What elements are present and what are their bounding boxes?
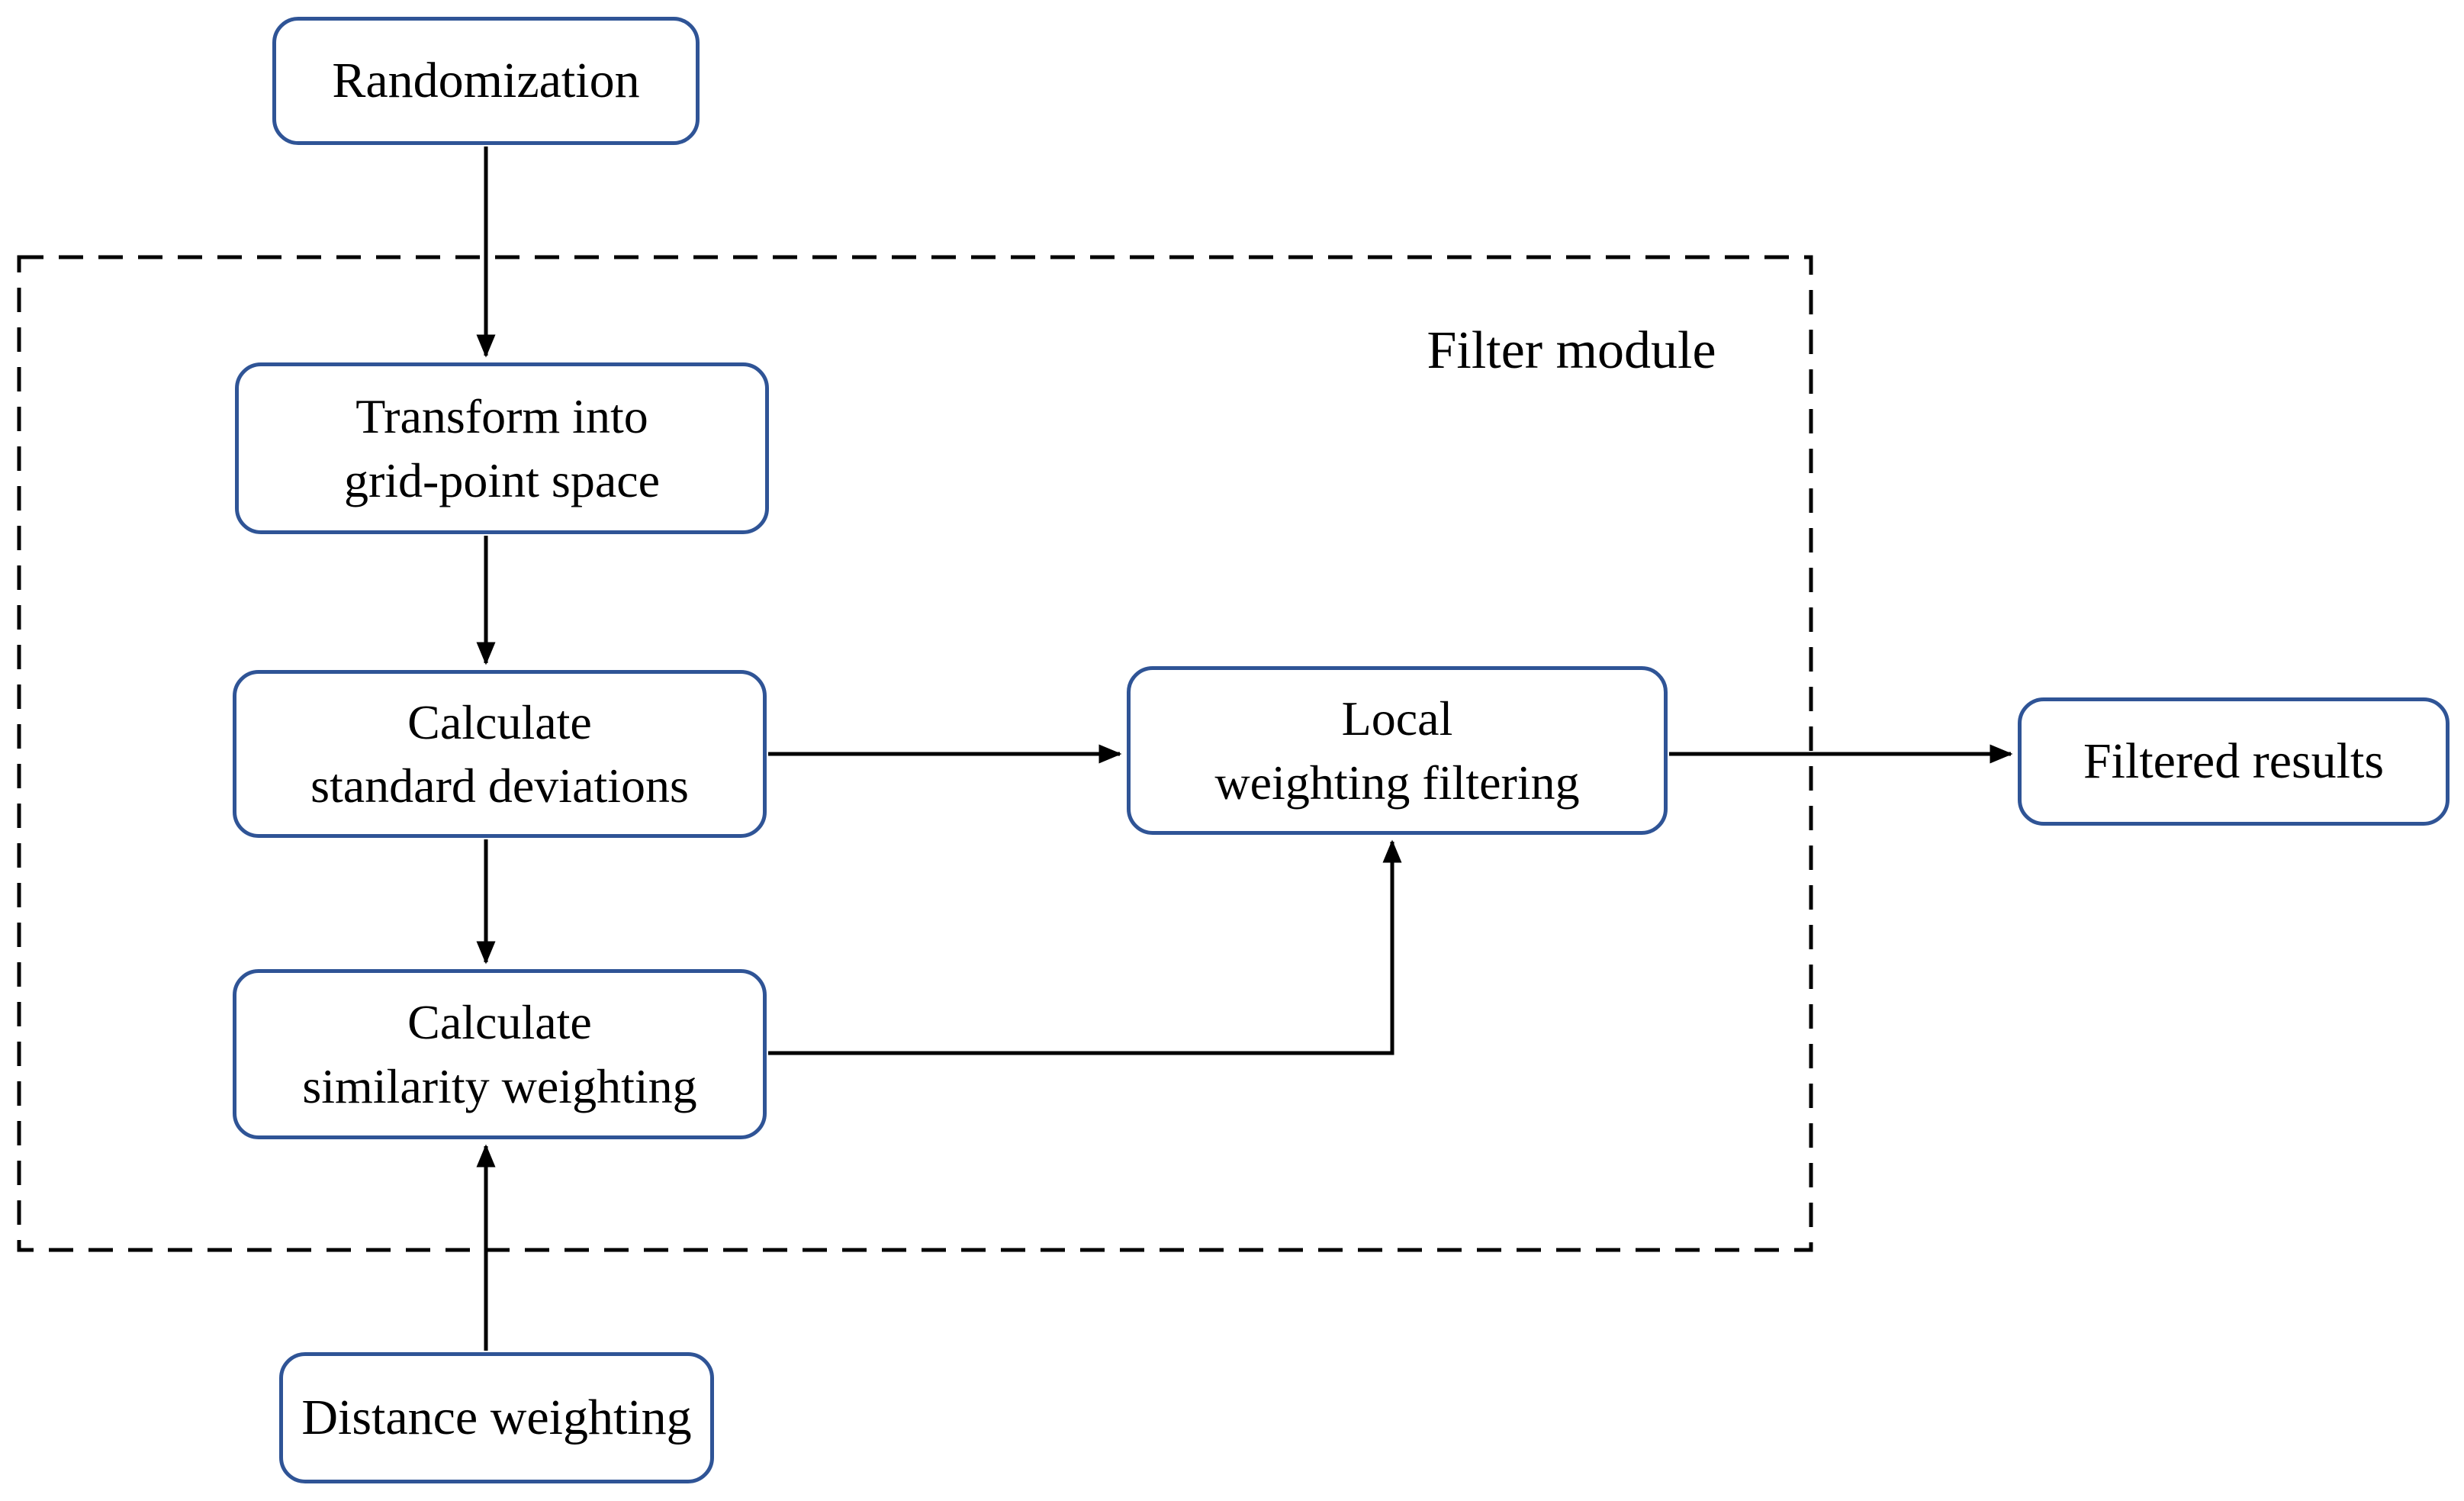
- arrow-calc-sim-to-local: [768, 839, 1402, 1055]
- filter-module-boundary: [17, 255, 1813, 1252]
- node-local-weighting-filtering: Local weighting filtering: [1127, 666, 1668, 835]
- node-calculate-standard-deviations: Calculate standard deviations: [233, 670, 767, 838]
- node-calculate-similarity-weighting: Calculate similarity weighting: [233, 969, 767, 1139]
- node-distance-weighting: Distance weighting: [279, 1352, 714, 1483]
- filter-module-label: Filter module: [1427, 321, 1716, 380]
- node-filtered-results: Filtered results: [2018, 697, 2450, 826]
- node-transform-into-grid-point-space: Transform into grid-point space: [235, 362, 769, 534]
- node-randomization: Randomization: [272, 17, 700, 145]
